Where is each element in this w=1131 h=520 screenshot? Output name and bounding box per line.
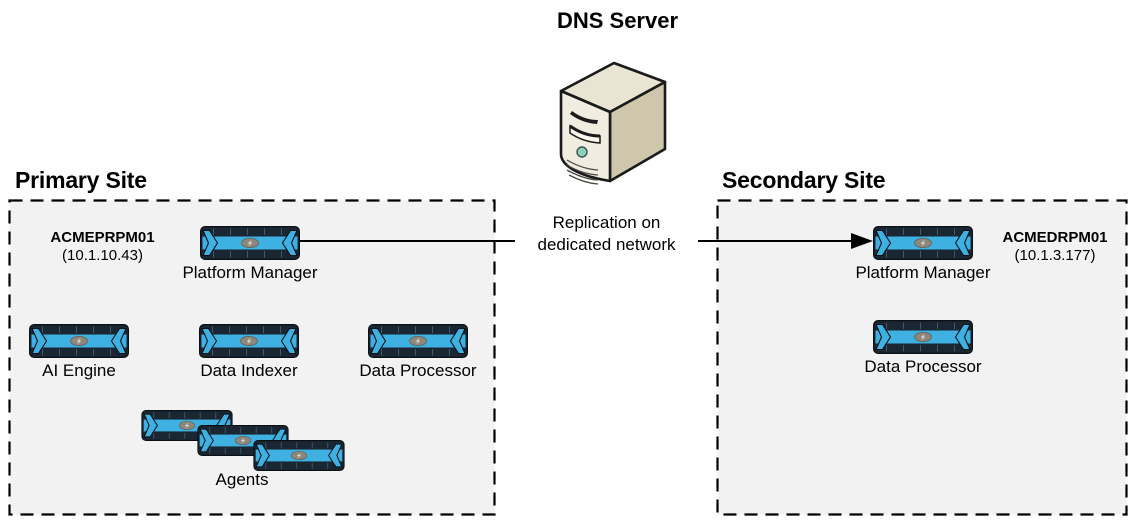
ai-engine-label: AI Engine <box>42 361 116 380</box>
primary-site-title: Primary Site <box>15 167 147 193</box>
secondary-host-block: ACMEDRPM01 (10.1.3.177) <box>985 229 1125 265</box>
primary-data-processor-icon <box>368 324 468 358</box>
replication-arrowhead-icon <box>851 233 873 249</box>
primary-platform-manager-icon <box>200 226 300 260</box>
secondary-platform-manager-label: Platform Manager <box>855 263 991 282</box>
secondary-data-processor-icon <box>873 320 973 354</box>
secondary-platform-manager-icon <box>873 226 973 260</box>
replication-label: Replication on dedicated network <box>515 210 698 258</box>
primary-hostname: ACMEPRPM01 <box>50 229 155 246</box>
replication-label-line1: Replication on <box>552 213 661 232</box>
primary-host-ip: (10.1.10.43) <box>62 247 143 264</box>
agent-icon-3 <box>250 440 348 471</box>
primary-platform-manager-label: Platform Manager <box>182 263 318 282</box>
dns-server-label: DNS Server <box>556 8 679 33</box>
replication-label-line2: dedicated network <box>537 235 676 254</box>
secondary-site-title: Secondary Site <box>722 167 886 193</box>
primary-host-block: ACMEPRPM01 (10.1.10.43) <box>30 229 175 265</box>
secondary-data-processor-label: Data Processor <box>864 357 982 376</box>
primary-data-processor-label: Data Processor <box>359 361 477 380</box>
dns-server-icon <box>551 50 673 186</box>
data-indexer-label: Data Indexer <box>200 361 298 380</box>
secondary-host-ip: (10.1.3.177) <box>1014 247 1096 264</box>
agents-label: Agents <box>215 470 269 489</box>
data-indexer-icon <box>199 324 299 358</box>
ai-engine-icon <box>29 324 129 358</box>
secondary-hostname: ACMEDRPM01 <box>1002 229 1108 246</box>
